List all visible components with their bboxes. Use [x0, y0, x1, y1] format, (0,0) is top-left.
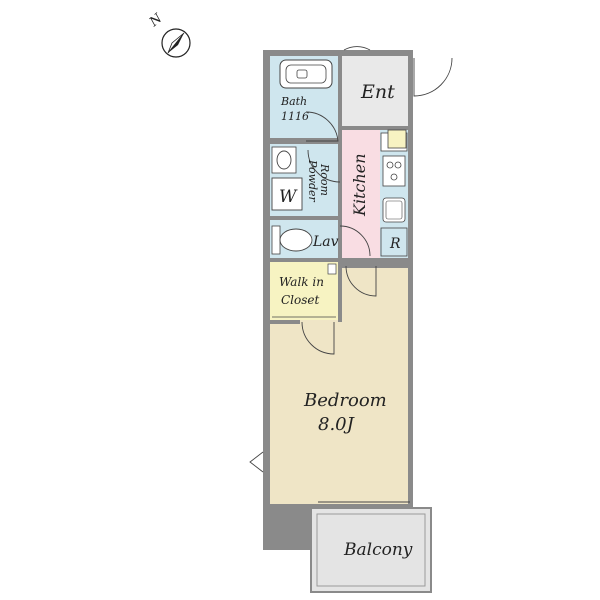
kitchen-sink-icon — [382, 197, 406, 223]
balcony — [310, 507, 432, 593]
bath-fixtures — [279, 59, 333, 89]
doors — [249, 46, 453, 503]
kitchen-label: Kitchen — [350, 153, 369, 217]
compass-needle-half-icon — [167, 32, 185, 54]
toilet-bowl-icon — [279, 228, 313, 252]
lav-fixtures — [271, 225, 313, 255]
lav-label: Lav — [312, 234, 339, 250]
bath-door-icon — [305, 111, 339, 142]
toilet-tank — [271, 225, 281, 255]
powder-door-icon — [307, 149, 341, 183]
burner-3 — [390, 173, 398, 181]
burner-2 — [394, 161, 402, 169]
bath-faucet-icon — [296, 69, 308, 79]
balcony-label: Balcony — [343, 540, 413, 560]
washer-label: W — [279, 187, 298, 207]
lav-door-icon — [339, 225, 371, 257]
powder-room-line2: Room — [318, 163, 331, 196]
entry-door-icon — [413, 57, 453, 97]
column-bottom-left — [263, 505, 313, 550]
kitchen-door-icon — [345, 265, 377, 297]
bathtub-icon — [279, 59, 333, 89]
washer-box — [271, 177, 303, 211]
balcony-floor — [310, 507, 432, 593]
refrigerator-label: R — [389, 236, 401, 252]
compass-north-label: N — [146, 11, 166, 31]
walk-in-closet-line1: Walk in — [279, 275, 324, 289]
kitchen-fixtures — [380, 129, 408, 257]
stove-icon — [382, 155, 406, 187]
bedroom-size-label: 8.0J — [318, 414, 356, 435]
balcony-rail — [316, 513, 426, 587]
interior-walls — [270, 56, 408, 324]
entry-swing-door-icon — [343, 46, 371, 51]
window-left-icon — [249, 451, 264, 473]
walk-in-closet-line2: Closet — [281, 293, 320, 307]
powder-room-label: Powder Room — [306, 159, 331, 203]
refrigerator-space — [380, 227, 408, 257]
powder-room-fixtures — [271, 146, 303, 211]
room-labels: Ent Bath 1116 Powder Room W Kitchen R La… — [279, 81, 413, 560]
shoe-cabinet — [387, 129, 407, 149]
bedroom-label: Bedroom — [303, 390, 387, 411]
sink-basin-icon — [276, 150, 292, 170]
closet-door-icon — [301, 321, 335, 355]
powder-room-line1: Powder — [306, 159, 319, 203]
burner-1 — [386, 161, 394, 169]
ent-label: Ent — [360, 81, 395, 103]
room-floors — [270, 56, 408, 504]
entrance-floor — [342, 56, 408, 126]
bath-label: Bath — [280, 95, 307, 108]
kitchen-sink-inner — [385, 200, 403, 220]
closet-panel-icon — [327, 263, 337, 275]
kitchen-floor — [342, 130, 380, 258]
compass: N — [146, 11, 191, 58]
closet-floor-top — [270, 262, 338, 320]
bathtub-inner — [285, 64, 327, 84]
closet-fixtures — [272, 263, 337, 318]
bath-size-label: 1116 — [281, 110, 309, 123]
